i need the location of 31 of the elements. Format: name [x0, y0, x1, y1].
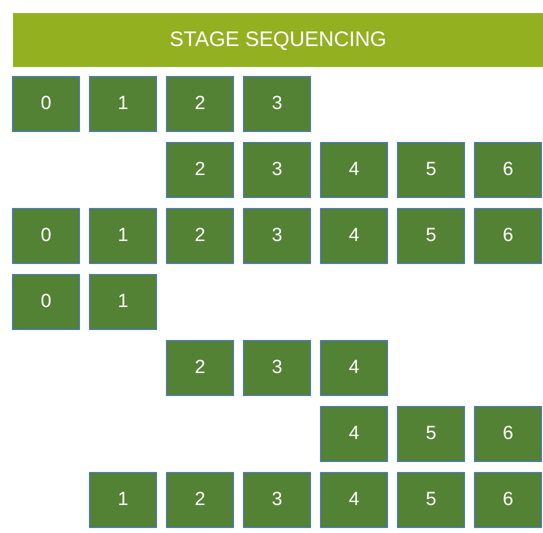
stage-box: 1: [89, 76, 157, 132]
stage-box: 6: [474, 472, 542, 528]
stage-box: 4: [320, 406, 388, 462]
stage-box: 0: [12, 274, 80, 330]
stage-box: 1: [89, 274, 157, 330]
stage-box: 6: [474, 142, 542, 198]
stage-box: 0: [12, 76, 80, 132]
stage-box: 5: [397, 406, 465, 462]
stage-box: 4: [320, 340, 388, 396]
stage-box: 1: [89, 208, 157, 264]
title-banner: STAGE SEQUENCING: [13, 13, 543, 67]
stage-box: 2: [166, 208, 234, 264]
stage-box: 4: [320, 142, 388, 198]
stage-box: 6: [474, 406, 542, 462]
stage-box: 5: [397, 472, 465, 528]
stage-box: 1: [89, 472, 157, 528]
stage-box: 5: [397, 208, 465, 264]
stage-box: 4: [320, 472, 388, 528]
stage-box: 2: [166, 340, 234, 396]
stage-box: 3: [243, 142, 311, 198]
stage-box: 3: [243, 340, 311, 396]
stage-box: 3: [243, 208, 311, 264]
stage-box: 3: [243, 76, 311, 132]
stage-box: 5: [397, 142, 465, 198]
stage-box: 2: [166, 142, 234, 198]
stage-box: 3: [243, 472, 311, 528]
stage-box: 0: [12, 208, 80, 264]
stage-box: 4: [320, 208, 388, 264]
stage-box: 2: [166, 76, 234, 132]
stage-box: 2: [166, 472, 234, 528]
stage-box: 6: [474, 208, 542, 264]
